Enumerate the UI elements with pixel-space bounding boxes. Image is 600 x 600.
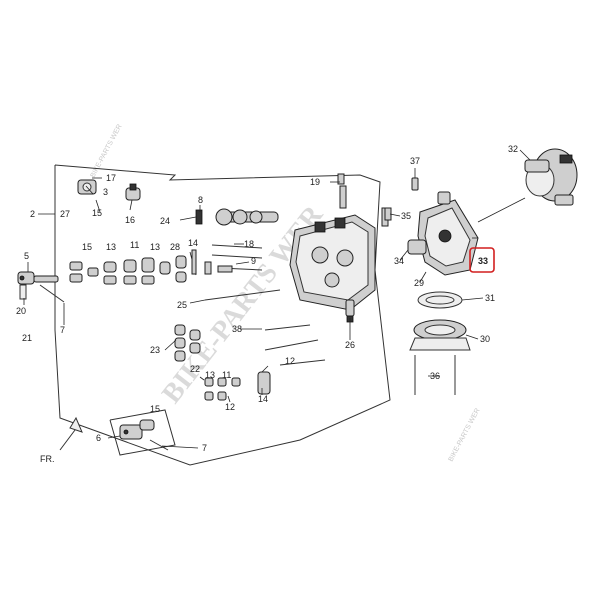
label-14-bottom: 14 — [258, 394, 268, 404]
label-25: 25 — [177, 300, 187, 310]
label-26: 26 — [345, 340, 355, 350]
label-14-top: 14 — [188, 238, 198, 248]
label-31: 31 — [485, 293, 495, 303]
label-15-mid: 15 — [82, 242, 92, 252]
insulator-gasket — [409, 291, 471, 351]
label-12-left: 12 — [225, 402, 235, 412]
studs — [411, 177, 456, 395]
highlight-part-33 — [469, 247, 495, 273]
rocker-arm-left — [17, 271, 65, 303]
label-24: 24 — [160, 216, 170, 226]
label-2: 2 — [30, 209, 35, 219]
label-11: 11 — [130, 240, 139, 250]
front-arrow-icon — [59, 416, 83, 451]
label-33: 33 — [478, 256, 488, 266]
label-9: 9 — [251, 256, 256, 266]
label-34: 34 — [394, 256, 404, 266]
rocker-arm-bottom — [109, 409, 176, 456]
label-29: 29 — [414, 278, 424, 288]
label-19: 19 — [310, 177, 320, 187]
label-6: 6 — [96, 433, 101, 443]
label-36: 36 — [430, 371, 440, 381]
label-27: 27 — [60, 209, 70, 219]
label-13-mid: 13 — [150, 242, 160, 252]
label-37: 37 — [410, 156, 420, 166]
watermark-small-bottom: BIKE-PARTS WER — [448, 407, 482, 463]
label-32: 32 — [508, 144, 518, 154]
label-38: 38 — [232, 324, 242, 334]
label-3: 3 — [103, 187, 108, 197]
label-fr: FR. — [40, 454, 55, 464]
label-15-top: 15 — [92, 208, 102, 218]
cylinder-head — [289, 185, 389, 311]
label-16: 16 — [125, 215, 135, 225]
label-12-right: 12 — [285, 356, 295, 366]
head-assembly-outline — [54, 164, 391, 466]
label-20: 20 — [16, 306, 26, 316]
label-21: 21 — [22, 333, 32, 343]
leader-lines — [23, 149, 531, 449]
label-7-bottom: 7 — [202, 443, 207, 453]
label-22: 22 — [190, 364, 200, 374]
label-13-bottom: 13 — [205, 370, 215, 380]
label-28: 28 — [170, 242, 180, 252]
bolt-35-19 — [337, 173, 392, 221]
camshaft-part — [195, 208, 279, 226]
lower-valve-parts — [174, 324, 326, 401]
intake-manifold — [407, 191, 479, 276]
throttle-body — [524, 148, 578, 206]
label-11-bottom: 11 — [222, 370, 231, 380]
label-15-bottom: 15 — [150, 404, 160, 414]
label-35: 35 — [401, 211, 411, 221]
label-30: 30 — [480, 334, 490, 344]
part-number-labels: 2 27 17 3 15 16 24 8 19 18 9 5 15 13 11 … — [16, 144, 518, 464]
label-5: 5 — [24, 251, 29, 261]
valve-parts-row — [69, 249, 197, 285]
label-23: 23 — [150, 345, 160, 355]
long-bolts — [204, 244, 281, 301]
label-7-left: 7 — [60, 325, 65, 335]
label-17: 17 — [106, 173, 116, 183]
label-18: 18 — [244, 239, 254, 249]
label-13-top: 13 — [106, 242, 116, 252]
part-17-16 — [77, 179, 141, 201]
label-8: 8 — [198, 195, 203, 205]
